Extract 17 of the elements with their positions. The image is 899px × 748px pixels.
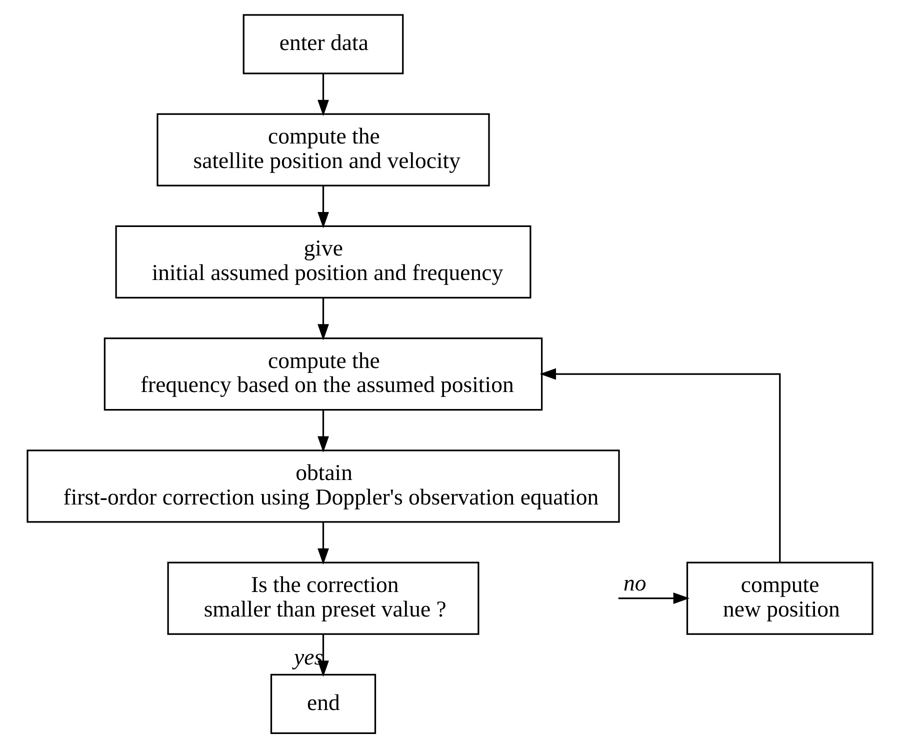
node-box: end <box>270 674 376 734</box>
arrow <box>539 368 780 562</box>
arrow <box>317 298 328 340</box>
node-box: obtain first-ordor correction using Doppler's observation equation <box>26 450 620 523</box>
node-box: compute the satellite position and velocity <box>156 113 490 186</box>
arrow <box>618 592 690 604</box>
node-box: enter data <box>242 14 404 74</box>
node-box: give initial assumed position and frequency <box>114 225 531 298</box>
node-box: compute new position <box>686 562 873 635</box>
arrow <box>317 634 328 677</box>
edge-label: no <box>623 570 646 596</box>
arrow <box>317 522 328 565</box>
arrow <box>317 186 328 228</box>
arrow <box>317 410 328 453</box>
node-box: compute the frequency based on the assumed position <box>103 337 542 411</box>
arrow <box>317 74 328 116</box>
node-box: Is the correction smaller than preset value ? <box>166 562 479 635</box>
